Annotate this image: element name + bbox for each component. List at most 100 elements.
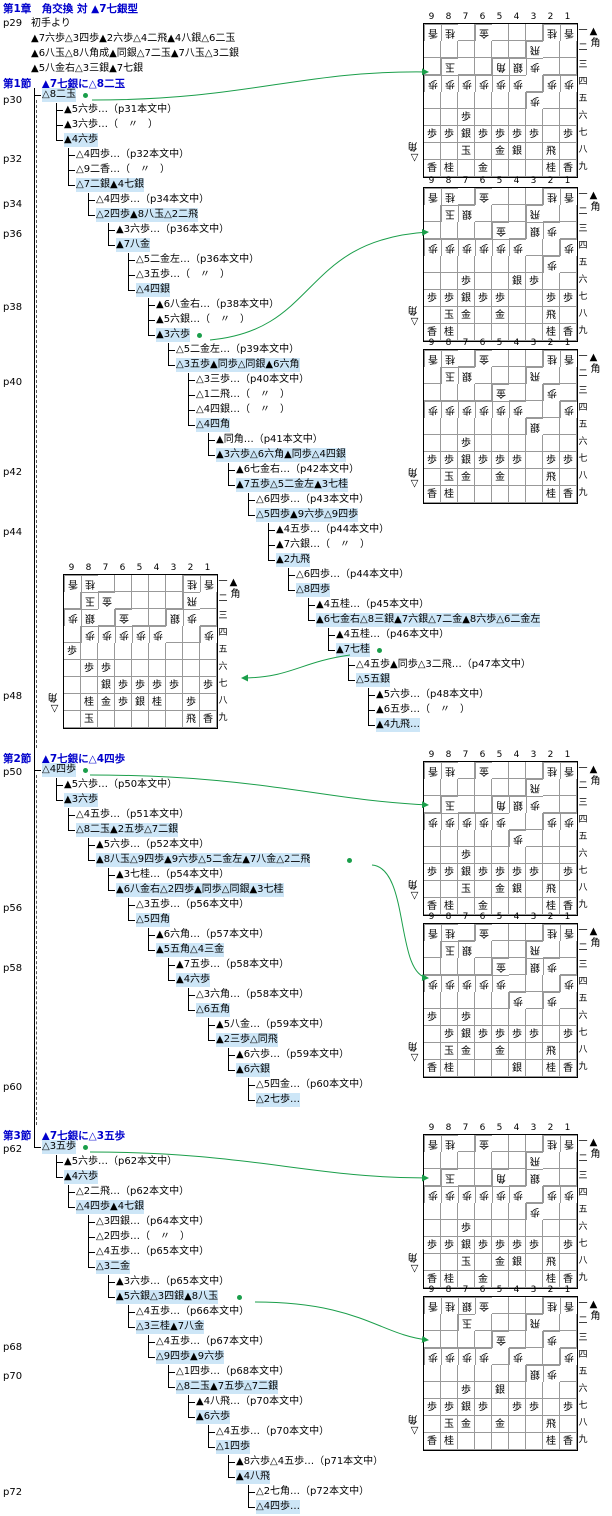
board-square: [509, 958, 526, 975]
board-square: 金: [475, 188, 492, 205]
board-square: [526, 256, 543, 273]
board-square: [424, 273, 441, 290]
board-square: [526, 24, 543, 41]
link-dot: [197, 333, 202, 338]
branch-line: [148, 320, 149, 328]
branch-connector: [228, 478, 235, 486]
branch-connector: [68, 178, 75, 186]
main-line-move: △4四銀: [136, 283, 171, 297]
side-variation: ▲6六角…（p57本文中）: [156, 929, 270, 940]
rank-label: 七: [578, 128, 588, 138]
branch-line: [108, 1282, 109, 1290]
branch-connector: [308, 613, 315, 621]
board-square: 飛: [526, 1152, 543, 1169]
side-variation: △4五歩…（p70本文中）: [216, 1426, 330, 1437]
board-square: 飛: [543, 469, 560, 486]
board-square: 香: [424, 160, 441, 177]
board-square: [560, 307, 577, 324]
rank-label: 二: [578, 43, 588, 53]
board-square: [115, 575, 132, 592]
board-square: 歩: [475, 290, 492, 307]
board-square: 歩: [509, 1399, 526, 1416]
board-square: 金: [475, 1271, 492, 1288]
file-label: 5: [496, 338, 503, 348]
branch-connector: [188, 403, 195, 411]
board-square: [115, 643, 132, 660]
board-square: 歩: [424, 975, 441, 992]
board-square: [424, 1314, 441, 1331]
board-square: 角: [492, 58, 509, 75]
board-square: 歩: [526, 1203, 543, 1220]
branch-connector: [328, 628, 335, 636]
branch-connector: [228, 1048, 235, 1056]
board-square: [543, 1203, 560, 1220]
board-square: 歩: [543, 992, 560, 1009]
board-square: 桂: [441, 898, 458, 915]
file-label: 3: [530, 338, 537, 348]
board-square: 香: [424, 1060, 441, 1077]
file-label: 6: [479, 1123, 486, 1133]
side-variation: ▲5六歩…（p62本文中）: [64, 1156, 178, 1167]
board-square: 歩: [458, 813, 475, 830]
board-square: [543, 830, 560, 847]
file-label: 4: [513, 338, 520, 348]
side-variation: △6四歩…（p44本文中）: [296, 569, 410, 580]
board-square: [526, 75, 543, 92]
board-square: [149, 643, 166, 660]
board-square: [492, 1271, 509, 1288]
board-square: 飛: [543, 1254, 560, 1271]
link-dot: [83, 93, 88, 98]
board-square: 飛: [526, 941, 543, 958]
board-square: [492, 1365, 509, 1382]
branch-line: [228, 1055, 229, 1063]
file-label: 7: [462, 750, 469, 760]
branch-connector: [56, 778, 63, 786]
board-square: 玉: [458, 1254, 475, 1271]
board-square: [509, 1203, 526, 1220]
main-line-move: ▲4八飛: [236, 1470, 271, 1484]
main-line-move: ▲3六歩△6六角▲同歩△4四銀: [216, 448, 346, 462]
file-label: 2: [547, 912, 554, 922]
board-square: 歩: [458, 1382, 475, 1399]
branch-line: [56, 125, 57, 133]
board-square: [492, 92, 509, 109]
board-square: 歩: [509, 992, 526, 1009]
board-square: [560, 1043, 577, 1060]
board-square: [560, 992, 577, 1009]
side-variation: △4五歩▲同歩△3二飛…（p47本文中）: [356, 659, 531, 670]
board-square: 金: [475, 160, 492, 177]
board-square: [492, 1433, 509, 1450]
branch-line: [368, 695, 369, 703]
board-square: 歩: [509, 864, 526, 881]
board-square: 歩: [200, 677, 217, 694]
rank-label: 三: [578, 1171, 588, 1181]
rank-label: 九: [578, 488, 588, 498]
board-square: [492, 1060, 509, 1077]
board-square: [543, 941, 560, 958]
file-label: 4: [513, 12, 520, 22]
gote-hand: △角: [409, 468, 420, 489]
board-square: 歩: [475, 1399, 492, 1416]
board-square: 金: [492, 222, 509, 239]
board-square: 桂: [543, 324, 560, 341]
board-square: [475, 1416, 492, 1433]
board-square: 歩: [441, 1026, 458, 1043]
side-variation: △5二金左…（p36本文中）: [136, 254, 260, 265]
board-square: 銀: [81, 609, 98, 626]
board-square: 桂: [543, 160, 560, 177]
board-square: [526, 1348, 543, 1365]
board-square: [509, 1331, 526, 1348]
rank-label: 九: [578, 1435, 588, 1445]
file-label: 3: [170, 563, 177, 573]
branch-connector: [228, 463, 235, 471]
branch-connector: [188, 1410, 195, 1418]
board-square: [441, 435, 458, 452]
rank-label: 八: [578, 471, 588, 481]
board-square: [526, 290, 543, 307]
board-square: 歩: [509, 1237, 526, 1254]
rank-label: 七: [218, 679, 228, 689]
side-variation: ▲7六銀…（ 〃 ）: [276, 539, 371, 550]
board-square: 香: [560, 1271, 577, 1288]
file-label: 8: [445, 176, 452, 186]
board-square: 歩: [543, 384, 560, 401]
